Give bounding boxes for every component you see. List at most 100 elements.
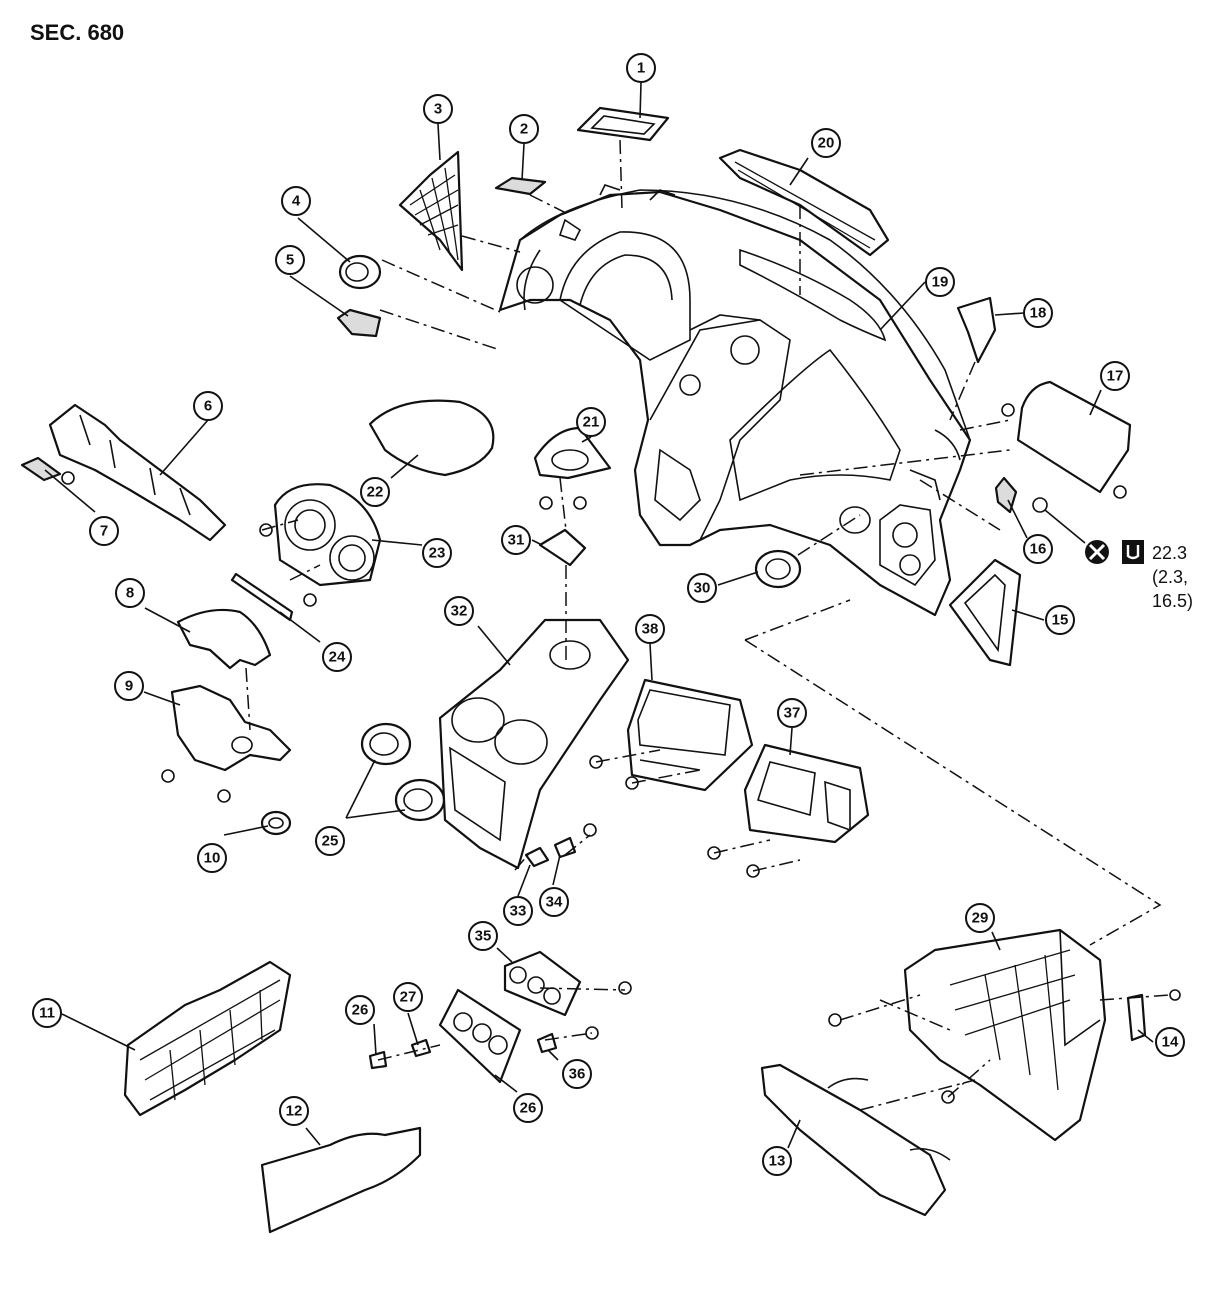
svg-text:19: 19 xyxy=(932,274,949,291)
svg-text:21: 21 xyxy=(583,414,600,431)
svg-text:30: 30 xyxy=(694,580,711,597)
callout-17: 17 xyxy=(1100,361,1130,391)
callout-31: 31 xyxy=(501,525,531,555)
callout-20: 20 xyxy=(811,128,841,158)
callout-24: 24 xyxy=(322,642,352,672)
callout-12: 12 xyxy=(279,1096,309,1126)
part-18-side-trim xyxy=(956,296,997,364)
part-31-clip xyxy=(538,528,587,567)
svg-text:26: 26 xyxy=(352,1002,369,1019)
callout-10: 10 xyxy=(197,843,227,873)
part-20-defroster-grille xyxy=(718,148,890,257)
part-17-airbag-lid xyxy=(1016,380,1132,494)
part-11-lower-panel xyxy=(123,960,292,1117)
part-10-ring xyxy=(260,810,292,836)
part-25-vents xyxy=(360,722,446,822)
callout-25: 25 xyxy=(315,826,345,856)
part-6-bracket xyxy=(48,403,227,542)
callout-19: 19 xyxy=(925,267,955,297)
callout-8: 8 xyxy=(115,578,145,608)
part-9-column-cover-lower xyxy=(170,684,292,772)
torque-spec: 22.3 (2.3, 16.5) xyxy=(1044,509,1193,611)
part-34-fastener xyxy=(553,836,577,859)
part-8-column-cover xyxy=(176,608,272,670)
callout-2: 2 xyxy=(509,114,539,144)
callout-26: 26 xyxy=(345,995,375,1025)
svg-text:13: 13 xyxy=(769,1153,786,1170)
svg-text:4: 4 xyxy=(292,193,301,210)
callout-14: 14 xyxy=(1155,1027,1185,1057)
callout-30: 30 xyxy=(687,573,717,603)
svg-text:23: 23 xyxy=(429,545,446,562)
svg-text:22: 22 xyxy=(367,484,384,501)
svg-text:26: 26 xyxy=(520,1100,537,1117)
callout-38: 38 xyxy=(635,614,665,644)
callout-3: 3 xyxy=(423,94,453,124)
section-title: SEC. 680 xyxy=(30,20,124,45)
svg-text:32: 32 xyxy=(451,603,468,620)
part-2-vent xyxy=(494,176,547,196)
instrument-panel-assembly xyxy=(498,184,972,617)
svg-text:24: 24 xyxy=(329,649,346,666)
callout-22: 22 xyxy=(360,477,390,507)
part-22-meter-hood xyxy=(368,399,495,477)
part-16-vent xyxy=(994,476,1018,514)
part-21-trim xyxy=(533,426,612,480)
svg-text:6: 6 xyxy=(204,398,212,415)
svg-text:16: 16 xyxy=(1030,541,1047,558)
svg-text:5: 5 xyxy=(286,252,294,269)
part-38-audio-unit xyxy=(626,678,754,792)
callout-29: 29 xyxy=(965,903,995,933)
svg-text:18: 18 xyxy=(1030,305,1047,322)
torque-value-ftlb: 16.5) xyxy=(1152,591,1193,611)
callout-5: 5 xyxy=(275,245,305,275)
part-26-control-panel xyxy=(438,988,522,1084)
svg-text:33: 33 xyxy=(510,903,527,920)
callout-15: 15 xyxy=(1045,605,1075,635)
svg-text:25: 25 xyxy=(322,833,339,850)
torque-value: 22.3 xyxy=(1152,543,1187,563)
replace-part-icon xyxy=(1085,540,1109,564)
part-23-combination-meter xyxy=(273,483,382,587)
callout-18: 18 xyxy=(1023,298,1053,328)
callout-6: 6 xyxy=(193,391,223,421)
callout-34: 34 xyxy=(539,887,569,917)
part-4-knob xyxy=(338,254,382,290)
part-12-knee-panel xyxy=(260,1126,422,1234)
torque-wrench-icon xyxy=(1122,540,1144,564)
part-35-control-module xyxy=(503,950,582,1017)
part-30-knob xyxy=(754,549,802,589)
part-24-bar xyxy=(230,572,294,622)
callout-21: 21 xyxy=(576,407,606,437)
svg-text:14: 14 xyxy=(1162,1034,1179,1051)
callout-37: 37 xyxy=(777,698,807,728)
callout-36: 36 xyxy=(562,1059,592,1089)
svg-text:35: 35 xyxy=(475,928,492,945)
svg-text:7: 7 xyxy=(100,523,108,540)
svg-text:12: 12 xyxy=(286,1103,303,1120)
callout-23: 23 xyxy=(422,538,452,568)
svg-text:11: 11 xyxy=(39,1005,55,1022)
svg-text:9: 9 xyxy=(125,678,133,695)
callout-27: 27 xyxy=(393,982,423,1012)
svg-text:36: 36 xyxy=(569,1066,586,1083)
svg-text:27: 27 xyxy=(400,989,417,1006)
part-33-fastener xyxy=(524,846,550,868)
part-27-fastener xyxy=(410,1038,432,1058)
callout-32: 32 xyxy=(444,596,474,626)
part-32-center-panel xyxy=(438,618,630,870)
callout-13: 13 xyxy=(762,1146,792,1176)
callout-16: 16 xyxy=(1023,534,1053,564)
leader-lines xyxy=(44,82,1154,1149)
part-5-clip xyxy=(336,308,382,338)
assembly-lines xyxy=(245,139,1171,1111)
svg-text:34: 34 xyxy=(546,894,563,911)
part-15-trim-frame xyxy=(948,558,1022,667)
callout-11: 11 xyxy=(32,998,62,1028)
part-36-fastener xyxy=(536,1032,558,1054)
svg-text:31: 31 xyxy=(508,532,525,549)
callout-7: 7 xyxy=(89,516,119,546)
svg-text:29: 29 xyxy=(972,910,989,927)
callout-33: 33 xyxy=(503,896,533,926)
